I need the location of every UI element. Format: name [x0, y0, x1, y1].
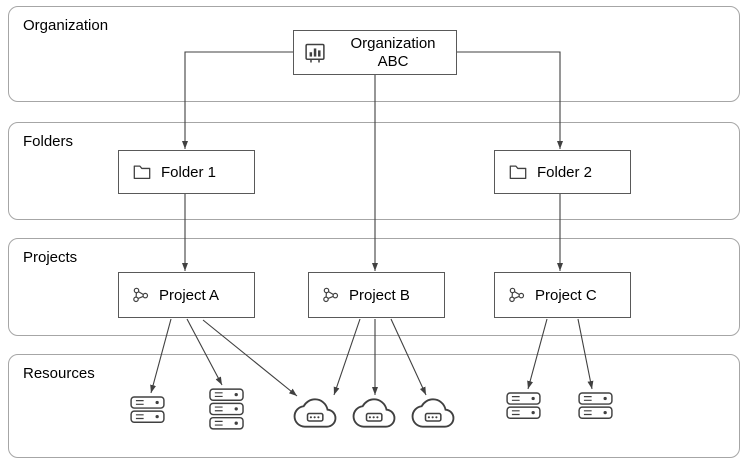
node-organization-abc-label: Organization ABC — [350, 34, 436, 70]
server-rack-icon — [130, 396, 165, 424]
project-icon — [321, 285, 341, 305]
cloud-server-icon — [293, 398, 337, 428]
node-folder-1-label: Folder 1 — [161, 163, 217, 181]
node-folder-2: Folder 2 — [494, 150, 631, 194]
node-project-c: Project C — [494, 272, 631, 318]
server-rack-icon — [506, 392, 541, 420]
server-rack-icon — [578, 392, 613, 420]
node-project-b: Project B — [308, 272, 445, 318]
organization-band-label: Organization — [23, 17, 109, 34]
folder-icon — [507, 161, 529, 183]
cloud-server-icon — [352, 398, 396, 428]
project-icon — [507, 285, 527, 305]
node-project-a: Project A — [118, 272, 255, 318]
folder-icon — [131, 161, 153, 183]
folders-band-label: Folders — [23, 133, 74, 150]
resources-band-label: Resources — [23, 365, 95, 382]
node-project-c-label: Project C — [535, 286, 597, 304]
organization-icon — [302, 40, 328, 66]
node-folder-2-label: Folder 2 — [537, 163, 593, 181]
node-folder-1: Folder 1 — [118, 150, 255, 194]
node-project-a-label: Project A — [159, 286, 220, 304]
node-project-b-label: Project B — [349, 286, 410, 304]
project-icon — [131, 285, 151, 305]
server-rack-icon — [209, 388, 244, 431]
node-organization-abc: Organization ABC — [293, 30, 457, 75]
projects-band-label: Projects — [23, 249, 78, 266]
cloud-server-icon — [411, 398, 455, 428]
